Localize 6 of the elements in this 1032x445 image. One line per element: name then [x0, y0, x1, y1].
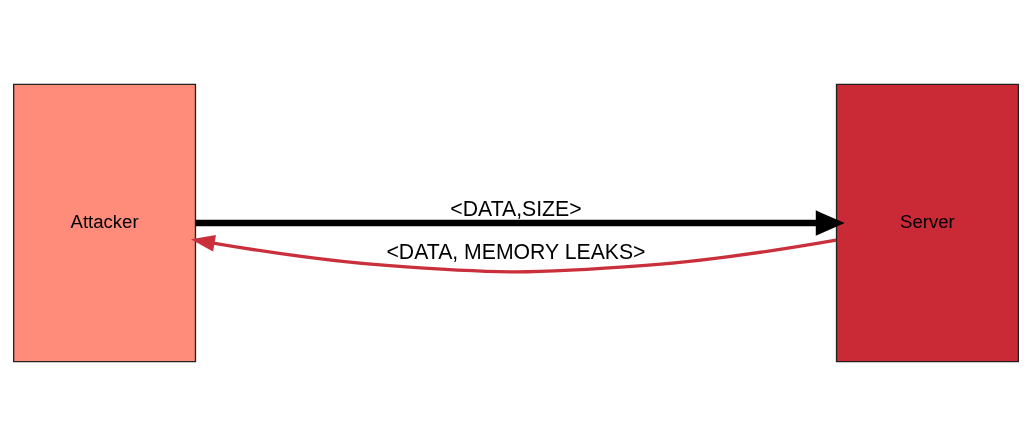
arrow — [190, 234, 837, 274]
edge-label: <DATA, MEMORY LEAKS> — [386, 239, 646, 263]
node-box: Attacker — [13, 83, 197, 362]
node-box: Server — [835, 83, 1019, 362]
arrow — [195, 209, 845, 236]
edge-label: <DATA,SIZE> — [450, 196, 582, 220]
